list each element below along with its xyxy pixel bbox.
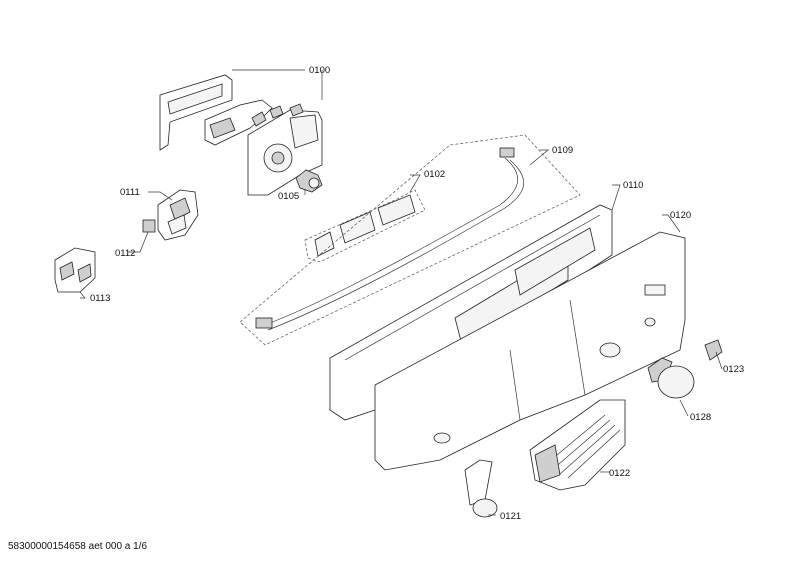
part-0102-connector-set[interactable]	[304, 189, 426, 263]
label-0102: 0102	[424, 169, 445, 180]
label-0105: 0105	[278, 191, 299, 202]
part-0112-capacitor[interactable]	[142, 219, 156, 233]
label-0100: 0100	[309, 65, 330, 76]
label-0123: 0123	[723, 364, 744, 375]
part-0128-knob[interactable]	[647, 357, 695, 399]
label-0122: 0122	[609, 468, 630, 479]
document-reference: 58300000154658 aet 000 a 1/6	[8, 541, 148, 552]
label-0113: 0113	[90, 293, 110, 304]
label-0110: 0110	[623, 180, 643, 191]
label-0111: 0111	[120, 187, 140, 198]
label-0112: 0112	[115, 248, 135, 259]
part-0110-panel-frame[interactable]	[329, 204, 613, 421]
part-0121-lever[interactable]	[464, 459, 498, 518]
part-0120-fascia[interactable]	[374, 231, 686, 471]
label-0121: 0121	[500, 511, 521, 522]
label-0109: 0109	[552, 145, 573, 156]
part-0123-indicator[interactable]	[704, 339, 723, 361]
part-0113-connector[interactable]	[54, 247, 96, 293]
part-0111-relay[interactable]	[157, 189, 199, 241]
part-0105-rotary-switch[interactable]	[295, 169, 323, 193]
part-0109-cable-harness[interactable]	[239, 134, 581, 346]
label-0128: 0128	[690, 412, 711, 423]
part-0122-drawer-insert[interactable]	[529, 399, 626, 491]
part-0100-electronic-module[interactable]	[159, 74, 323, 196]
label-0120: 0120	[670, 210, 691, 221]
